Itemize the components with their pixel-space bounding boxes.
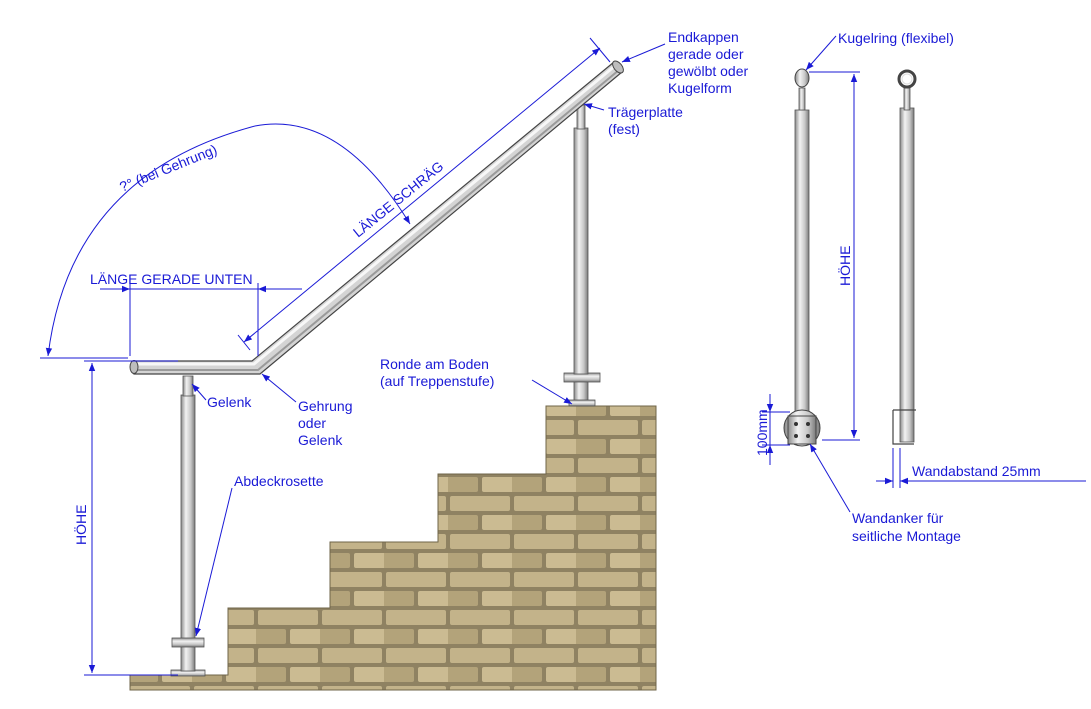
label-kugelring: Kugelring (flexibel) (838, 30, 954, 46)
label-endkappen-1: Endkappen (668, 29, 739, 45)
label-wandanker-2: seitliche Montage (852, 528, 961, 544)
dimension-lines (40, 37, 1086, 676)
right-post (563, 104, 601, 407)
label-traegerplatte-2: (fest) (608, 121, 640, 137)
label-endkappen-4: Kugelform (668, 80, 732, 96)
label-laenge-gerade: LÄNGE GERADE UNTEN (90, 271, 253, 287)
label-hoehe-left: HÖHE (72, 505, 89, 545)
side-view-post (783, 68, 821, 447)
label-ronde-2: (auf Treppenstufe) (380, 373, 494, 389)
left-post (170, 375, 206, 677)
gelenk-shape (182, 375, 194, 397)
side-view-post-wall (892, 69, 917, 445)
label-gehrung-1: Gehrung (298, 398, 352, 414)
label-gehrung-3: Gelenk (298, 432, 343, 448)
leader-lines (191, 35, 851, 637)
label-angle: ?° (bei Gehrung) (117, 141, 219, 195)
abdeckrosette-shape (171, 637, 205, 648)
label-traegerplatte-1: Trägerplatte (608, 104, 683, 120)
label-100mm: 100mm (754, 409, 770, 456)
label-ronde-1: Ronde am Boden (380, 356, 489, 372)
label-abdeckrosette: Abdeckrosette (234, 473, 324, 489)
ronde-shape (568, 399, 596, 407)
kugelring-shape (794, 68, 810, 88)
label-endkappen-3: gewölbt oder (668, 63, 749, 79)
label-endkappen-2: gerade oder (668, 46, 744, 62)
label-wandanker-1: Wandanker für (852, 510, 944, 526)
label-wandabstand: Wandabstand 25mm (912, 463, 1041, 479)
brick-staircase (129, 405, 657, 691)
label-gehrung-2: oder (298, 415, 326, 431)
label-hoehe-right: HÖHE (836, 246, 853, 286)
label-gelenk: Gelenk (207, 394, 252, 410)
